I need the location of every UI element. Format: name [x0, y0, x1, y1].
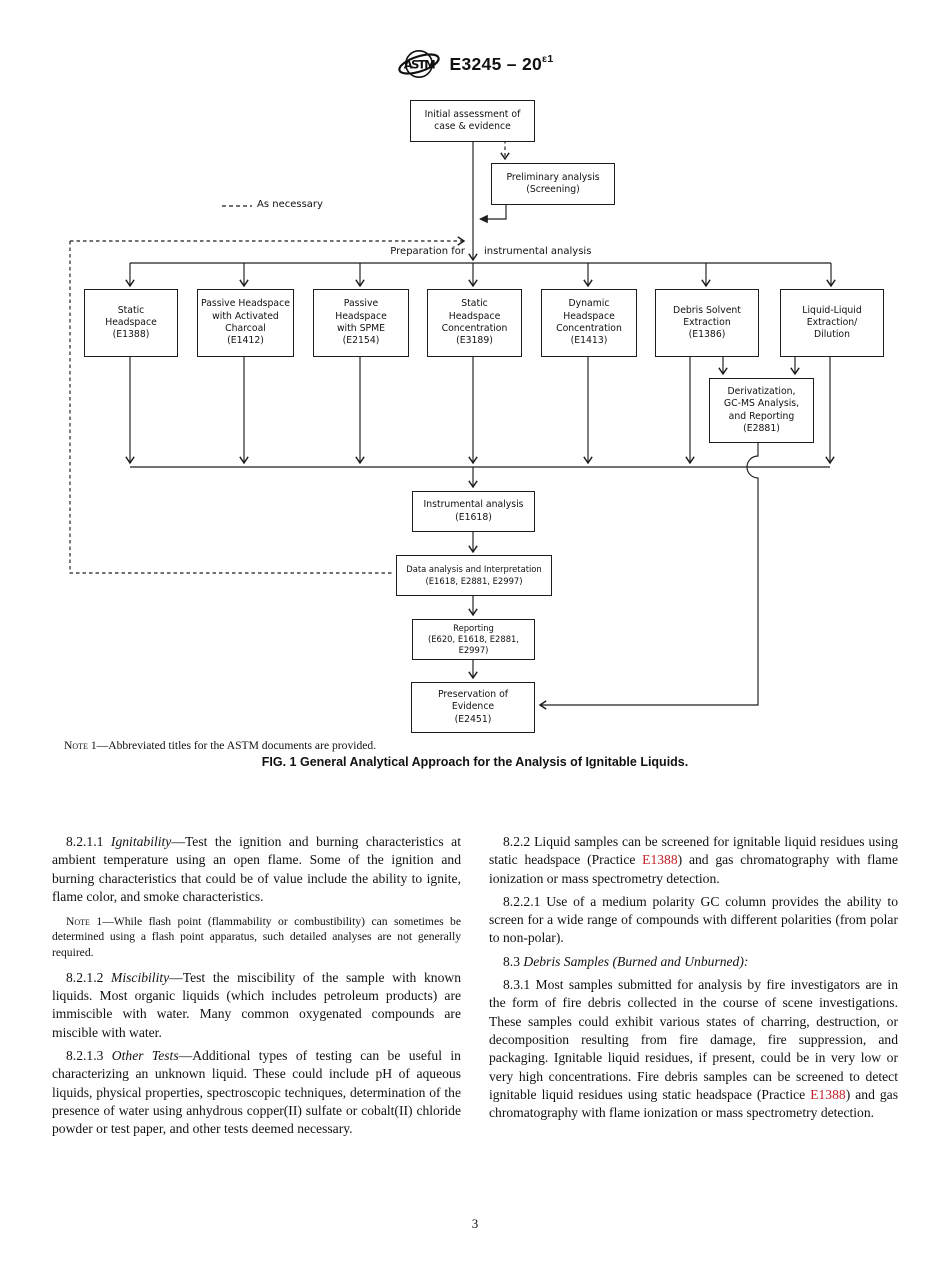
edition-superscript: ε1 [542, 52, 554, 65]
note-1-paragraph: Note 1—While flash point (flammability o… [52, 914, 461, 960]
figure-1-flowchart: As necessary Preparation for instrumenta… [64, 100, 884, 769]
text-segment: ) and gas chromatography with flame ioni… [489, 852, 898, 886]
flow-node-preservation-of-evidence: Preservation of Evidence (E2451) [411, 682, 535, 733]
flow-node-passive-headspace-spme: Passive Headspace with SPME (E2154) [313, 289, 409, 357]
flowchart-connectors [69, 139, 836, 710]
label-instrumental-analysis: instrumental analysis [484, 246, 592, 257]
flow-node-reporting: Reporting (E620, E1618, E2881, E2997) [412, 619, 535, 660]
flow-node-static-headspace: Static Headspace (E1388) [84, 289, 178, 357]
flow-node-passive-headspace-charcoal: Passive Headspace with Activated Charcoa… [197, 289, 294, 357]
astm-logo-icon: ASTM [397, 50, 440, 78]
text-segment: 8.3.1 Most samples submitted for analysi… [489, 977, 898, 1102]
text-segment: Miscibility [111, 969, 170, 985]
body-column-left: 8.2.1.1 Ignitability—Test the ignition a… [52, 833, 461, 1138]
astm-logo-text: ASTM [403, 58, 435, 72]
text-segment: Other Tests [111, 1047, 179, 1063]
text-segment: 8.2.1.2 [66, 969, 112, 985]
doc-code: E3245 – 20 [449, 53, 543, 74]
paragraph-8212: 8.2.1.2 Miscibility—Test the miscibility… [52, 969, 461, 1042]
legend-as-necessary: As necessary [257, 199, 323, 210]
text-segment: Note 1 [64, 739, 97, 752]
body-column-right: 8.2.2 Liquid samples can be screened for… [489, 833, 898, 1122]
text-segment: —Test the ignition and burning character… [52, 834, 461, 904]
text-segment: —Additional types of testing can be usef… [52, 1047, 461, 1137]
flow-node-preliminary-analysis: Preliminary analysis (Screening) [491, 163, 615, 205]
document-designation: E3245 – 20ε1 [449, 52, 554, 75]
text-segment: 8.2.2.1 Use of a medium polarity GC colu… [489, 893, 898, 946]
text-segment: Debris Samples (Burned and Unburned): [523, 953, 749, 969]
paragraph-8221: 8.2.2.1 Use of a medium polarity GC colu… [489, 893, 898, 948]
flow-node-static-headspace-concentration: Static Headspace Concentration (E3189) [427, 289, 522, 357]
flow-node-instrumental-analysis: Instrumental analysis (E1618) [412, 491, 535, 532]
paragraph-822: 8.2.2 Liquid samples can be screened for… [489, 833, 898, 888]
page-header: ASTM E3245 – 20ε1 [0, 42, 950, 86]
text-segment: 8.2.1.3 [66, 1047, 112, 1063]
practice-link[interactable]: E1388 [642, 852, 678, 868]
page-number: 3 [471, 1216, 479, 1231]
flow-node-derivatization: Derivatization, GC-MS Analysis, and Repo… [709, 378, 814, 443]
text-segment: ) and gas chromatography with flame ioni… [489, 1086, 898, 1121]
figure-caption: FIG. 1 General Analytical Approach for t… [261, 755, 689, 769]
label-preparation-for: Preparation for [390, 246, 465, 257]
figure-note: Note 1—Abbreviated titles for the ASTM d… [64, 739, 376, 752]
flow-node-data-analysis: Data analysis and Interpretation (E1618,… [396, 555, 552, 596]
flow-node-liquid-liquid-extraction: Liquid-Liquid Extraction/ Dilution [780, 289, 884, 357]
flow-node-debris-solvent-extraction: Debris Solvent Extraction (E1386) [655, 289, 759, 357]
paragraph-8211: 8.2.1.1 Ignitability—Test the ignition a… [52, 833, 461, 906]
paragraph-8213: 8.2.1.3 Other Tests—Additional types of … [52, 1047, 461, 1138]
text-segment: 8.2.2 Liquid samples can be screened for… [489, 834, 898, 868]
flow-node-dynamic-headspace-concentration: Dynamic Headspace Concentration (E1413) [541, 289, 637, 357]
text-segment: Ignitability [110, 834, 172, 849]
paragraph-831: 8.3.1 Most samples submitted for analysi… [489, 976, 898, 1122]
text-segment: —Abbreviated titles for the ASTM documen… [96, 739, 377, 752]
text-segment: 8.2.1.1 [66, 834, 111, 849]
text-segment: Note 1 [66, 915, 103, 929]
flow-node-initial-assessment: Initial assessment of case & evidence [410, 100, 535, 142]
practice-link[interactable]: E1388 [810, 1086, 846, 1102]
text-segment: —Test the miscibility of the sample with… [52, 969, 461, 1040]
heading-83-debris-samples: 8.3 Debris Samples (Burned and Unburned)… [489, 953, 898, 971]
text-segment: 8.3 [503, 953, 524, 969]
text-segment: —While flash point (flammability or comb… [52, 915, 461, 959]
